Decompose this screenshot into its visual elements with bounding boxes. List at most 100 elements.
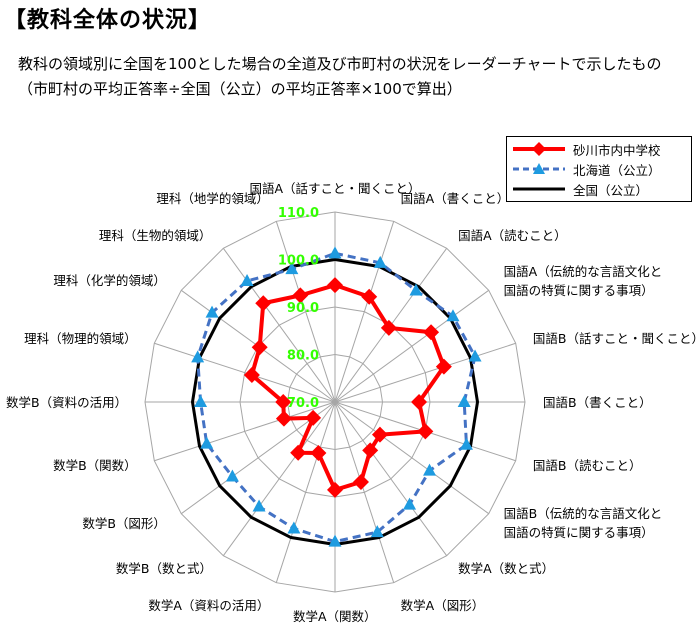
- data-point-triangle: [409, 283, 423, 296]
- data-point-triangle: [457, 395, 471, 407]
- data-point-diamond: [292, 287, 309, 304]
- page-title: 【教科全体の状況】: [4, 8, 212, 33]
- description-line-1: 教科の領域別に全国を100とした場合の全道及び市町村の状況をレーダーチャートで示…: [18, 55, 662, 73]
- axis-label-line: 数学A（関数）: [293, 608, 377, 624]
- data-point-diamond: [417, 423, 434, 440]
- data-point-triangle: [468, 349, 482, 362]
- axis-label-line: 数学A（資料の活用）: [148, 598, 270, 614]
- axis-label: 理科（物理的領域）: [24, 329, 137, 348]
- data-point-diamond: [327, 277, 343, 294]
- data-point-triangle: [200, 436, 214, 449]
- series-line-0: [249, 283, 446, 492]
- axis-label: 数学B（関数）: [53, 456, 137, 475]
- axis-label: 理科（化学的領域）: [53, 271, 166, 290]
- legend-label: 全国（公立）: [573, 182, 649, 198]
- legend-label: 北海道（公立）: [573, 162, 661, 178]
- legend-black-line-icon: [513, 187, 565, 191]
- data-point-diamond: [362, 442, 379, 459]
- axis-label-line: 数学B（関数）: [53, 458, 137, 474]
- axis-label-line: 数学A（数と式）: [458, 561, 555, 577]
- axis-label: 国語A（読むこと）: [458, 226, 567, 245]
- data-point-triangle: [285, 262, 299, 275]
- data-point-triangle: [373, 255, 387, 268]
- data-point-triangle: [459, 437, 473, 450]
- axis-label-line: 数学B（資料の活用）: [6, 394, 128, 410]
- axis-label: 理科（地学的領域）: [156, 189, 269, 208]
- data-point-triangle: [205, 305, 219, 318]
- axis-label: 国語B（書くこと）: [543, 393, 652, 412]
- description: 教科の領域別に全国を100とした場合の全道及び市町村の状況をレーダーチャートで示…: [18, 52, 688, 102]
- legend-red-diamond-icon: [513, 142, 565, 156]
- axis-label-line: 理科（生物的領域）: [98, 227, 212, 243]
- data-point-triangle: [240, 273, 254, 286]
- tick-label: 70.0: [287, 396, 319, 411]
- data-point-diamond: [275, 394, 292, 410]
- data-point-diamond: [327, 481, 343, 498]
- axis-label: 国語A（話すこと・聞くこと）: [250, 179, 421, 198]
- axis-label-line: 理科（化学的領域）: [53, 273, 166, 289]
- legend-blue-triangle-icon: [513, 163, 565, 174]
- axis-label-line: 国語A（書くこと）: [400, 190, 510, 206]
- grid-spoke: [334, 401, 395, 583]
- data-point-diamond: [371, 426, 388, 443]
- axis-label: 国語A（書くこと）: [401, 189, 510, 208]
- axis-label-line: 国語A（読むこと）: [458, 227, 567, 243]
- data-point-triangle: [191, 350, 205, 363]
- axis-label: 国語A（伝統的な言語文化と国語の特質に関する事項）: [504, 262, 663, 300]
- data-point-triangle: [423, 463, 437, 476]
- axis-label: 数学A（関数）: [293, 607, 377, 625]
- data-point-triangle: [287, 521, 301, 534]
- axis-label: 国語B（話すこと・聞くこと）: [533, 329, 699, 348]
- axis-label: 数学A（資料の活用）: [148, 596, 269, 615]
- grid-spoke: [334, 221, 395, 403]
- data-point-diamond: [275, 410, 292, 427]
- axis-label: 国語B（読むこと）: [533, 456, 642, 475]
- data-point-diamond: [305, 409, 322, 426]
- axis-label-line: 数学B（数と式）: [115, 561, 212, 577]
- tick-label: 100.0: [278, 254, 319, 269]
- grid-spoke: [222, 401, 336, 557]
- axis-label-line: 数学A（図形）: [400, 598, 485, 614]
- axis-label-line: 国語B（伝統的な言語文化と: [503, 506, 663, 522]
- axis-label-line: 国語A（話すこと・聞くこと）: [249, 180, 421, 196]
- grid-spoke: [222, 247, 336, 403]
- tick-label: 80.0: [287, 349, 319, 364]
- data-point-diamond: [435, 358, 452, 375]
- legend-item-sunagawa: 砂川市内中学校: [511, 139, 661, 159]
- data-point-diamond: [243, 366, 260, 383]
- data-point-diamond: [411, 394, 428, 410]
- data-point-diamond: [255, 295, 272, 312]
- legend-item-national: 全国（公立）: [511, 179, 648, 199]
- data-point-diamond: [380, 319, 397, 336]
- axis-label-line: 国語B（読むこと）: [532, 458, 642, 474]
- data-point-diamond: [423, 324, 440, 341]
- legend-item-hokkaido: 北海道（公立）: [511, 159, 661, 179]
- data-point-diamond: [361, 288, 378, 305]
- grid-spoke: [154, 342, 336, 403]
- data-point-diamond: [352, 473, 369, 490]
- axis-label-line: 数学B（図形）: [82, 515, 166, 531]
- tick-label: 90.0: [287, 301, 319, 316]
- data-point-triangle: [225, 469, 239, 482]
- axis-label-line: 理科（地学的領域）: [156, 190, 269, 206]
- tick-label: 110.0: [278, 206, 319, 221]
- legend-label: 砂川市内中学校: [573, 142, 661, 158]
- data-point-triangle: [194, 395, 208, 407]
- axis-label-line: 国語B（書くこと）: [543, 394, 652, 410]
- data-point-diamond: [251, 339, 268, 356]
- axis-label: 数学A（図形）: [401, 596, 485, 615]
- axis-label: 数学A（数と式）: [458, 559, 554, 578]
- data-point-triangle: [252, 499, 266, 512]
- axis-label-line: 国語の特質に関する事項）: [503, 282, 654, 298]
- data-point-triangle: [403, 497, 417, 510]
- grid-spoke: [154, 401, 336, 462]
- data-point-triangle: [328, 534, 342, 547]
- data-point-diamond: [310, 445, 327, 462]
- data-point-triangle: [446, 309, 460, 322]
- axis-label: 数学B（数と式）: [116, 559, 212, 578]
- axis-label: 国語B（伝統的な言語文化と国語の特質に関する事項）: [504, 504, 663, 542]
- axis-label: 数学B（図形）: [82, 514, 166, 533]
- description-line-2: （市町村の平均正答率÷全国（公立）の平均正答率×100で算出）: [18, 80, 462, 98]
